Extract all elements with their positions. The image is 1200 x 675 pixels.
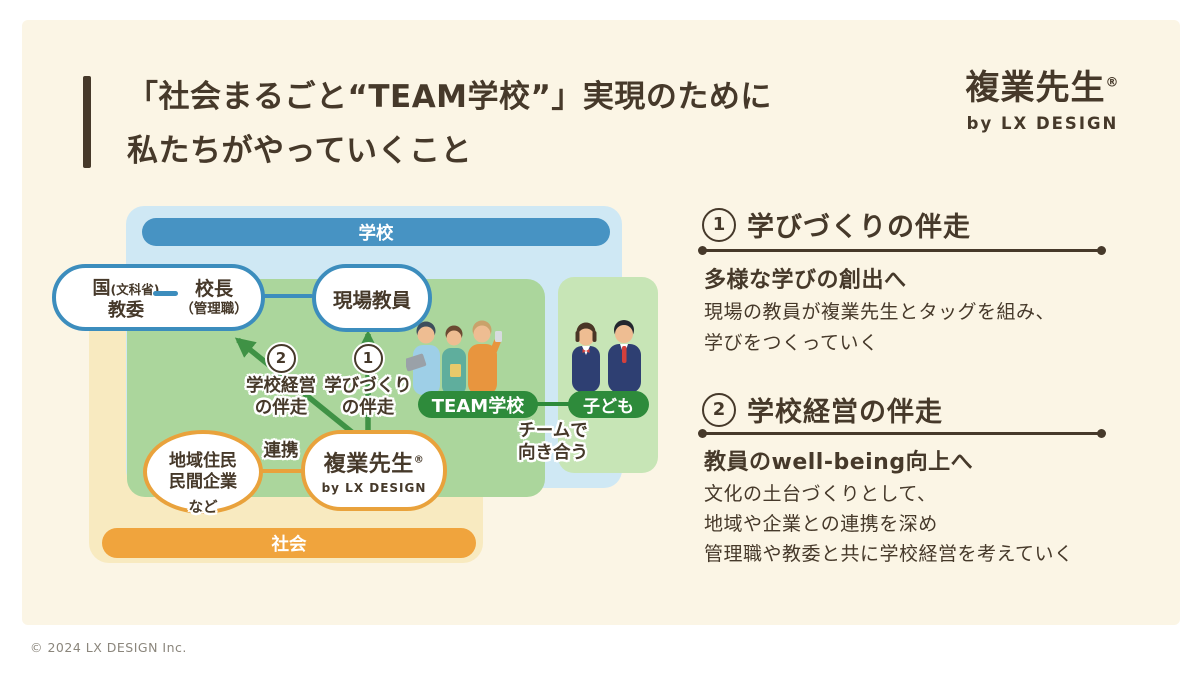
principal-label: 校長 （管理職） (180, 278, 248, 317)
accompany-2-label: 2 学校経営 の伴走 (229, 344, 333, 419)
section-1-body: 現場の教員が複業先生とタッグを組み、 学びをつくっていく (704, 301, 1056, 354)
copyright: © 2024 LX DESIGN Inc. (30, 640, 187, 655)
section-2-title: 学校経営の伴走 (747, 397, 943, 428)
section-2-heading: 2 学校経営の伴走 (702, 390, 943, 429)
brand-logo-name: 複業先生® (965, 68, 1120, 108)
section-1-divider (698, 246, 1106, 255)
society-band: 社会 (102, 528, 476, 558)
principal-teachers-connector (263, 294, 313, 298)
community-fukugyo-connector (261, 469, 303, 473)
fukugyo-sub: by LX DESIGN (321, 481, 427, 495)
gov-principal-dash (153, 291, 178, 296)
brand-logo: 複業先生® by LX DESIGN (940, 60, 1145, 133)
team-caption: チームで 向き合う (518, 421, 588, 463)
circled-2: 2 (266, 344, 296, 373)
team-school-pill: TEAM学校 (418, 391, 538, 418)
teachers-illustration (406, 320, 502, 395)
section-1-heading: 1 学びづくりの伴走 (702, 205, 971, 244)
title-accent-bar (83, 76, 91, 168)
page-title-line1: 「社会まるごと“TEAM学校”」実現のために (127, 79, 772, 115)
fukugyo-sensei-node: 複業先生® by LX DESIGN (301, 430, 447, 511)
section-2-subtitle: 教員のwell-being向上へ (704, 450, 974, 475)
school-band: 学校 (142, 218, 610, 246)
registered-mark: ® (1105, 75, 1120, 91)
section-2-number: 2 (702, 392, 736, 427)
renkei-label: 連携 (263, 441, 299, 461)
fukugyo-name: 複業先生® (323, 452, 425, 477)
section-1-title: 学びづくりの伴走 (747, 212, 971, 243)
children-pill: 子ども (568, 391, 649, 418)
section-2-body: 文化の土台づくりとして、 地域や企業との連携を深め 管理職や教委と共に学校経営を… (704, 483, 1074, 565)
government-label: 国(文科省) 教委 (92, 278, 160, 321)
accompany-1-label: 1 学びづくり の伴走 (316, 344, 420, 419)
community-node: 地域住民 民間企業 など (143, 430, 263, 516)
page-title-line2: 私たちがやっていくこと (127, 133, 472, 169)
field-teachers-node: 現場教員 (312, 264, 432, 332)
section-2-divider (698, 429, 1106, 438)
section-1-number: 1 (702, 207, 736, 242)
brand-logo-sub: by LX DESIGN (966, 114, 1119, 133)
etc-label: など (188, 499, 218, 516)
students-illustration (572, 320, 641, 393)
team-children-connector (534, 402, 572, 406)
circled-1: 1 (353, 344, 383, 373)
section-1-subtitle: 多様な学びの創出へ (704, 268, 907, 293)
government-principal-node: 国(文科省) 教委 校長 （管理職） (52, 264, 265, 331)
registered-mark: ® (413, 454, 425, 466)
page-title: 「社会まるごと“TEAM学校”」実現のために 私たちがやっていくこと (127, 70, 772, 178)
